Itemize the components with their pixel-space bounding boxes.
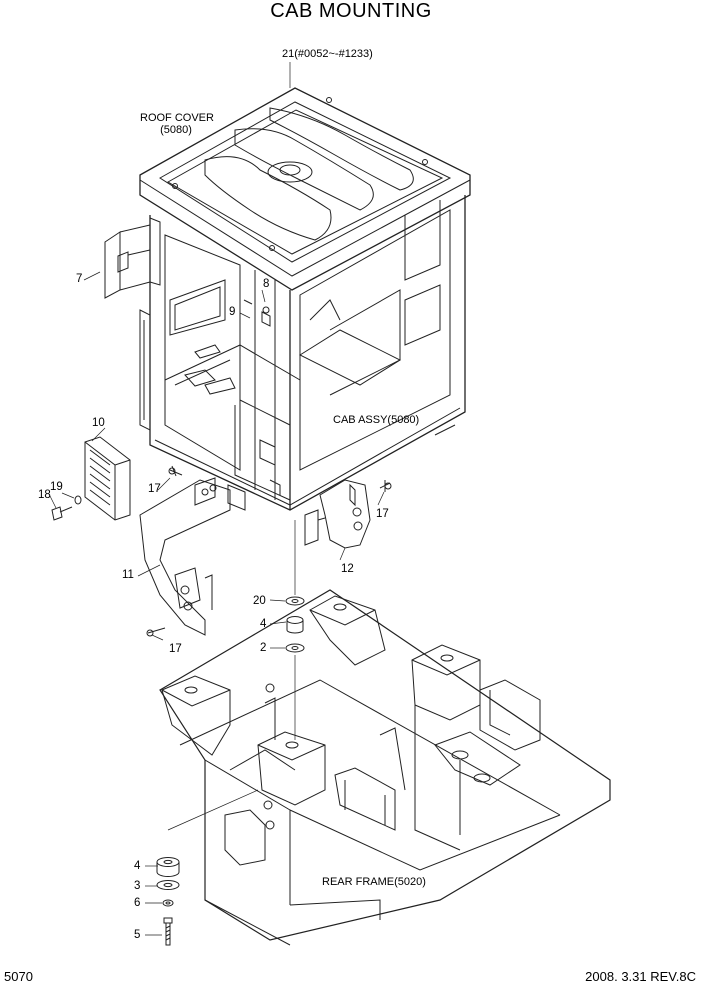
leader-lines [49, 62, 385, 936]
part-18-19-knob [51, 495, 82, 521]
callout-5: 5 [134, 929, 141, 941]
callout-11: 11 [122, 569, 134, 581]
revision-date: 2008. 3.31 REV.8C [585, 969, 696, 984]
part-7-bracket [104, 217, 161, 299]
callout-6: 6 [134, 897, 141, 909]
callout-17-bottom: 17 [169, 643, 182, 655]
rear-frame [159, 589, 611, 946]
page-number: 5070 [4, 969, 33, 984]
callout-18: 18 [38, 489, 51, 501]
roof-cover [139, 87, 471, 291]
cab-assy [139, 195, 466, 511]
label-roof-cover: ROOF COVER (5080) [140, 112, 214, 136]
callout-20: 20 [253, 595, 266, 607]
callout-3: 3 [134, 880, 141, 892]
callout-4-lower: 4 [134, 860, 141, 872]
part-10-filter [84, 436, 131, 521]
mount-stack-upper [285, 520, 305, 740]
callout-8: 8 [263, 278, 270, 290]
part-12-bracket [304, 479, 371, 549]
callout-10: 10 [92, 417, 105, 429]
label-rear-frame: REAR FRAME(5020) [322, 876, 426, 888]
label-roof-cover-line2: (5080) [160, 124, 192, 136]
callout-19: 19 [50, 481, 63, 493]
label-part-21: 21(#0052~-#1233) [282, 48, 373, 60]
part-11-bracket [139, 477, 246, 636]
part-8-9-latch [243, 299, 271, 327]
callout-7: 7 [76, 273, 83, 285]
mount-stack-lower [156, 857, 180, 946]
page-title: CAB MOUNTING [270, 0, 432, 22]
callout-4-upper: 4 [260, 618, 267, 630]
label-roof-cover-line1: ROOF COVER [140, 112, 214, 124]
callout-17-right: 17 [376, 508, 389, 520]
bolts-17 [146, 465, 392, 637]
callout-9: 9 [229, 306, 236, 318]
label-cab-assy: CAB ASSY(5080) [333, 414, 420, 426]
callout-17-left: 17 [148, 483, 161, 495]
callout-12: 12 [341, 563, 354, 575]
callout-2: 2 [260, 642, 267, 654]
